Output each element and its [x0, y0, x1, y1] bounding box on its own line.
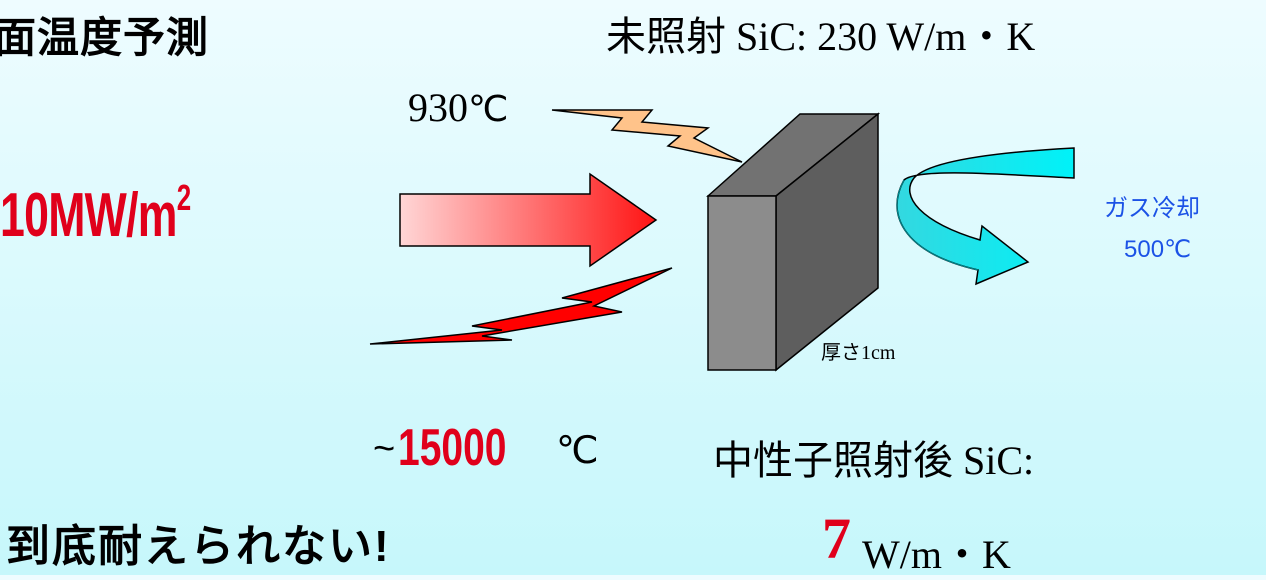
plasma-approx-symbol: ~ — [373, 428, 396, 470]
cannot-withstand-label: 到底耐えられない! — [6, 522, 391, 571]
gas-cooling-label: ガス冷却 — [1104, 195, 1200, 222]
heat-flux-label: 10MW/m2 — [0, 177, 191, 251]
radiation-lightning-icon — [551, 109, 743, 163]
irradiated-conductivity-label: 中性子照射後 SiC: — [713, 438, 1035, 483]
irradiated-conductivity-unit: W/m・K — [862, 532, 1011, 577]
surface-temperature-unit: ℃ — [468, 88, 509, 129]
unirradiated-conductivity-label: 未照射 SiC: 230 W/m・K — [606, 14, 1036, 59]
heat-flux-exponent: 2 — [176, 177, 191, 219]
plasma-lightning-icon — [369, 267, 673, 345]
irradiated-conductivity-value: 7 — [822, 506, 851, 571]
cooling-curved-arrow-icon — [896, 147, 1075, 286]
thickness-label: 厚さ1cm — [821, 342, 896, 364]
surface-temperature-value: 930 — [408, 85, 468, 130]
sic-block — [706, 112, 881, 372]
surface-temperature-label: 930℃ — [408, 84, 508, 131]
heat-flux-value: 10MW/m — [0, 181, 177, 250]
heat-flux-arrow-icon — [399, 172, 658, 268]
page-title: 面温度予測 — [0, 14, 210, 61]
gas-temperature-label: 500℃ — [1124, 236, 1191, 263]
plasma-temperature-unit: ℃ — [556, 430, 599, 472]
plasma-temperature-value: 15000 — [398, 419, 507, 477]
